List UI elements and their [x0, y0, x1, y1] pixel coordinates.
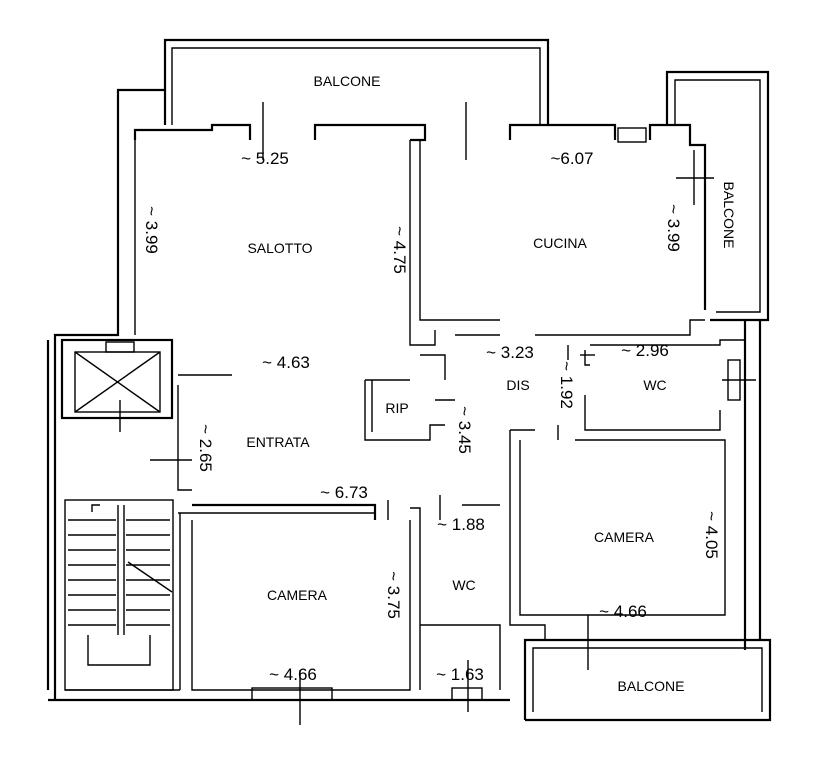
- dim-wc-right-width: ~ 2.96: [621, 341, 669, 360]
- label-rip: RIP: [385, 400, 408, 416]
- balcony-top: [163, 38, 550, 160]
- dim-entrata-width: ~ 4.63: [262, 353, 310, 372]
- lift-shaft: [60, 338, 174, 432]
- label-entrata: ENTRATA: [246, 434, 310, 450]
- label-salotto: SALOTTO: [247, 240, 312, 256]
- label-balcone-bottom: BALCONE: [618, 678, 685, 694]
- outer-walls: [46, 88, 762, 702]
- dim-dis-depth: ~ 1.92: [557, 361, 576, 409]
- dim-cucina-width: ~6.07: [550, 149, 593, 168]
- dim-salotto-depth: ~ 3.99: [142, 206, 161, 254]
- dim-camera-right-width: ~ 4.66: [599, 602, 647, 621]
- label-balcone-right: BALCONE: [721, 182, 737, 249]
- label-camera-left: CAMERA: [267, 587, 328, 603]
- label-cucina: CUCINA: [533, 235, 587, 251]
- dim-dis-width: ~ 3.23: [486, 343, 534, 362]
- balcony-bottom: [523, 615, 772, 722]
- label-balcone-top: BALCONE: [314, 73, 381, 89]
- dim-wc-bottom-width: ~ 1.88: [437, 515, 485, 534]
- label-camera-right: CAMERA: [594, 529, 655, 545]
- dim-camera-left-depth: ~ 3.75: [384, 571, 403, 619]
- dim-salotto-right: ~ 4.75: [390, 226, 409, 274]
- label-wc-bottom: WC: [452, 577, 475, 593]
- label-dis: DIS: [506, 377, 529, 393]
- staircase: [64, 499, 174, 691]
- balcony-right: [617, 70, 770, 322]
- interior-walls: [133, 123, 756, 725]
- dim-camera-right-depth: ~ 4.05: [702, 511, 721, 559]
- dim-cucina-depth: ~ 3.99: [664, 204, 683, 252]
- dim-entrata-depth: ~ 2.65: [196, 424, 215, 472]
- label-wc-right: WC: [643, 377, 666, 393]
- dim-wc-bottom-depth: ~ 1.63: [436, 665, 484, 684]
- dim-corridor-width: ~ 6.73: [320, 483, 368, 502]
- dim-salotto-width: ~ 5.25: [241, 149, 289, 168]
- dim-rip-depth: ~ 3.45: [455, 406, 474, 454]
- dim-camera-left-width: ~ 4.66: [269, 665, 317, 684]
